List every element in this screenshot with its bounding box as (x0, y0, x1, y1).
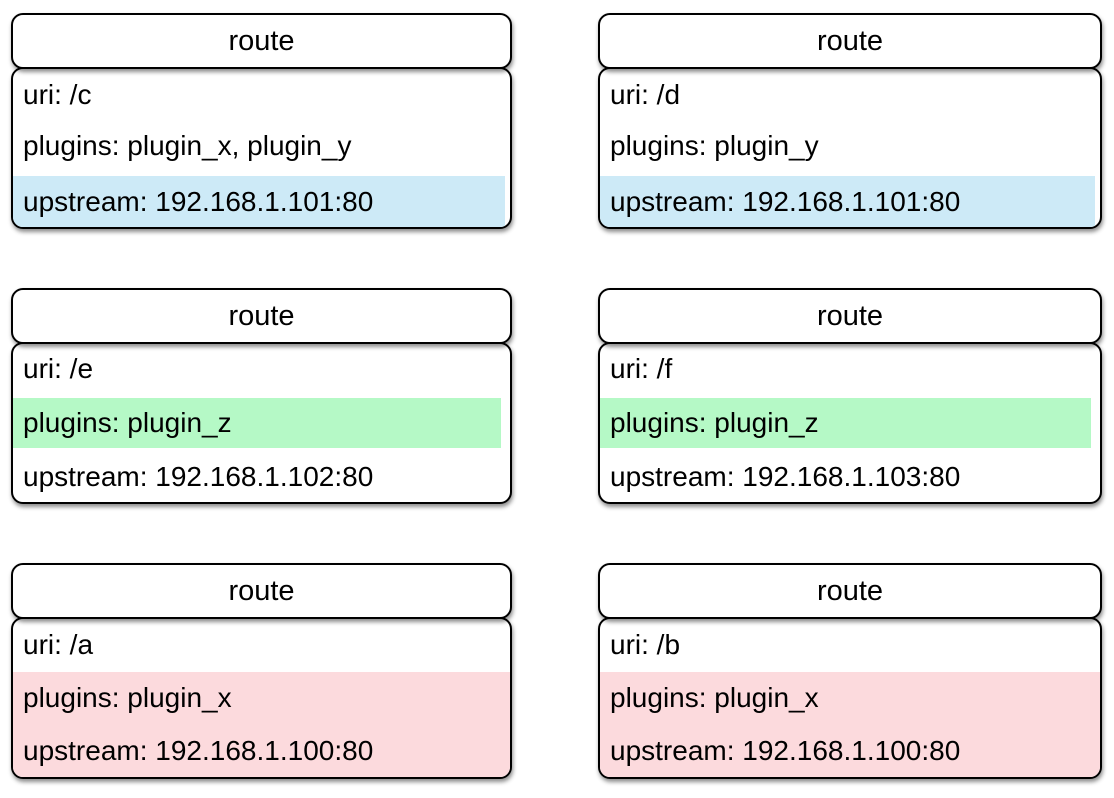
route-line-plugins: plugins: plugin_y (610, 129, 819, 161)
route-line-uri: uri: /e (23, 353, 94, 385)
route-card-title: route (11, 288, 512, 344)
route-card-body: uri: /a plugins: plugin_x upstream: 192.… (11, 617, 512, 779)
route-card-a: route uri: /a plugins: plugin_x upstream… (11, 563, 512, 779)
route-card-body: uri: /e plugins: plugin_z upstream: 192.… (11, 342, 512, 504)
route-line-upstream: upstream: 192.168.1.101:80 (600, 176, 1095, 227)
route-card-d: route uri: /d plugins: plugin_y upstream… (598, 13, 1102, 229)
route-card-f: route uri: /f plugins: plugin_z upstream… (598, 288, 1102, 504)
route-line-uri: uri: /f (610, 353, 673, 385)
route-line-upstream: upstream: 192.168.1.102:80 (23, 460, 374, 492)
route-line-upstream: upstream: 192.168.1.103:80 (610, 460, 961, 492)
route-line-plugins: plugins: plugin_x (13, 671, 510, 725)
route-card-title: route (11, 563, 512, 619)
route-diagram: route uri: /c plugins: plugin_x, plugin_… (11, 13, 1102, 779)
route-card-body: uri: /c plugins: plugin_x, plugin_y upst… (11, 67, 512, 229)
route-line-plugins: plugins: plugin_x, plugin_y (23, 129, 352, 161)
route-card-body: uri: /f plugins: plugin_z upstream: 192.… (598, 342, 1102, 504)
route-line-upstream: upstream: 192.168.1.101:80 (13, 176, 505, 227)
route-line-plugins: plugins: plugin_x (600, 671, 1100, 725)
route-line-uri: uri: /d (610, 78, 681, 110)
route-card-e: route uri: /e plugins: plugin_z upstream… (11, 288, 512, 504)
route-line-uri: uri: /b (610, 629, 681, 661)
route-card-title: route (11, 13, 512, 69)
route-line-uri: uri: /c (23, 78, 92, 110)
route-card-title: route (598, 13, 1102, 69)
route-line-plugins: plugins: plugin_z (13, 397, 501, 449)
route-line-upstream: upstream: 192.168.1.100:80 (600, 724, 1100, 777)
route-card-body: uri: /d plugins: plugin_y upstream: 192.… (598, 67, 1102, 229)
route-card-c: route uri: /c plugins: plugin_x, plugin_… (11, 13, 512, 229)
route-card-title: route (598, 563, 1102, 619)
route-card-title: route (598, 288, 1102, 344)
route-line-upstream: upstream: 192.168.1.100:80 (13, 724, 510, 777)
route-line-plugins: plugins: plugin_z (600, 397, 1091, 449)
route-card-b: route uri: /b plugins: plugin_x upstream… (598, 563, 1102, 779)
route-card-body: uri: /b plugins: plugin_x upstream: 192.… (598, 617, 1102, 779)
route-line-uri: uri: /a (23, 629, 94, 661)
